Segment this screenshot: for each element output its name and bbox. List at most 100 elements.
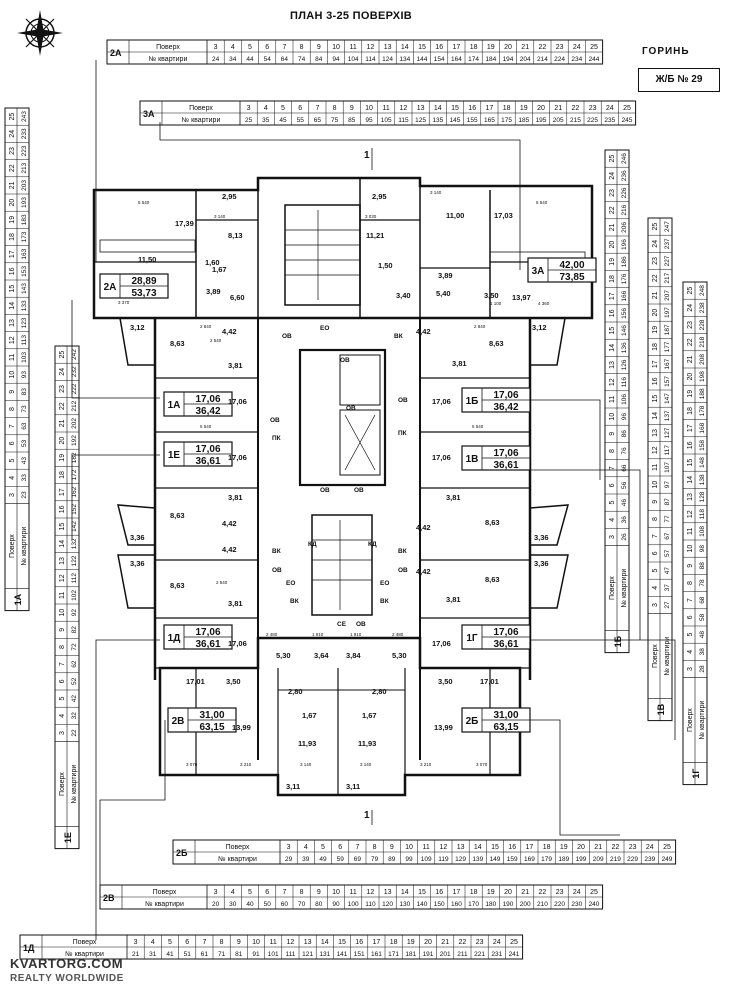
apartment-area-total: 36,61 <box>493 639 518 650</box>
apt-cell: 203 <box>21 180 28 191</box>
floor-cell: 15 <box>418 44 426 51</box>
floor-cell: 4 <box>231 889 235 896</box>
dimension-label: 5 540 <box>138 200 150 205</box>
apartment-area-total: 36,42 <box>493 402 518 413</box>
floor-cell: 15 <box>338 939 346 946</box>
floor-cell: 24 <box>493 939 501 946</box>
room-area: 17,06 <box>432 453 451 462</box>
floor-cell: 12 <box>9 336 16 344</box>
room-area: 3,81 <box>452 359 467 368</box>
floor-cell: 3 <box>9 493 16 497</box>
apt-cell: 248 <box>699 285 706 296</box>
dimension-label: 5 540 <box>536 200 548 205</box>
floor-cell: 22 <box>539 44 547 51</box>
apt-cell: 201 <box>440 951 451 958</box>
floor-cell: 19 <box>560 844 568 851</box>
core-label: ОВ <box>398 397 408 404</box>
apt-cell: 181 <box>405 951 416 958</box>
room-area: 3,89 <box>438 271 453 280</box>
room-area: 1,67 <box>302 711 317 720</box>
floor-cell: 19 <box>407 939 415 946</box>
floor-cell: 24 <box>646 844 654 851</box>
apt-cell: 140 <box>417 901 428 908</box>
room-area: 3,81 <box>228 361 243 370</box>
floor-cell: 5 <box>248 889 252 896</box>
room-area: 3,12 <box>130 323 145 332</box>
floor-cell: 5 <box>168 939 172 946</box>
apt-row-label: № квартири <box>664 637 671 676</box>
floor-cell: 15 <box>491 844 499 851</box>
apt-cell: 48 <box>699 631 706 639</box>
core-label: ЕО <box>380 580 389 587</box>
watermark-line-2: REALTY WORLDWIDE <box>10 973 124 984</box>
floor-cell: 12 <box>59 574 66 582</box>
floor-cell: 20 <box>577 844 585 851</box>
floor-cell: 6 <box>185 939 189 946</box>
floor-cell: 4 <box>231 44 235 51</box>
floor-cell: 20 <box>652 309 659 317</box>
room-area: 1,60 <box>205 258 220 267</box>
apt-cell: 89 <box>388 856 396 863</box>
floor-cell: 15 <box>418 889 426 896</box>
apt-cell: 34 <box>229 56 237 63</box>
room-area: 11,00 <box>446 211 464 220</box>
floor-cell: 25 <box>59 351 66 359</box>
floor-row-label: Поверх <box>652 644 659 668</box>
apt-cell: 249 <box>662 856 673 863</box>
apartment-id: 2Б <box>466 716 479 727</box>
core-label: ОВ <box>354 487 364 494</box>
apt-cell: 160 <box>451 901 462 908</box>
apt-cell: 154 <box>434 56 445 63</box>
floor-cell: 10 <box>332 889 340 896</box>
room-area: 4,42 <box>222 519 237 528</box>
floor-cell: 25 <box>652 223 659 231</box>
floor-row-label: Поверх <box>153 889 177 896</box>
apt-cell: 204 <box>520 56 531 63</box>
floor-cell: 23 <box>629 844 637 851</box>
room-area: 17,01 <box>480 677 499 686</box>
apt-cell: 28 <box>699 665 706 673</box>
apt-cell: 190 <box>503 901 514 908</box>
room-area: 1,50 <box>378 261 393 270</box>
room-area: 13,99 <box>232 723 251 732</box>
apt-row-label: № квартири <box>621 569 628 608</box>
apt-cell: 178 <box>699 405 706 416</box>
floor-cell: 24 <box>606 105 614 112</box>
apt-cell: 158 <box>699 440 706 451</box>
apt-cell: 40 <box>246 901 254 908</box>
apt-cell: 186 <box>621 256 628 267</box>
floor-cell: 10 <box>332 44 340 51</box>
floor-cell: 18 <box>543 844 551 851</box>
floor-cell: 11 <box>609 396 616 403</box>
floor-cell: 6 <box>265 44 269 51</box>
floor-row-label: Поверх <box>687 708 694 732</box>
floor-cell: 21 <box>521 889 529 896</box>
floor-cell: 20 <box>9 199 16 207</box>
floor-cell: 24 <box>573 889 581 896</box>
floor-cell: 15 <box>609 327 616 335</box>
floor-cell: 8 <box>59 645 66 649</box>
apt-cell: 29 <box>285 856 293 863</box>
floor-cell: 11 <box>423 844 430 851</box>
core-label: ОВ <box>320 487 330 494</box>
apt-cell: 38 <box>699 648 706 656</box>
apt-cell: 124 <box>382 56 393 63</box>
apt-row-label: № квартири <box>149 56 188 63</box>
floor-cell: 18 <box>390 939 398 946</box>
floor-cell: 3 <box>687 667 694 671</box>
floor-cell: 3 <box>287 844 291 851</box>
room-area: 17,06 <box>432 639 451 648</box>
apt-cell: 123 <box>21 317 28 328</box>
dimension-label: 2 840 <box>474 324 486 329</box>
apt-cell: 211 <box>457 951 468 958</box>
apt-cell: 136 <box>621 342 628 353</box>
apt-cell: 59 <box>337 856 345 863</box>
